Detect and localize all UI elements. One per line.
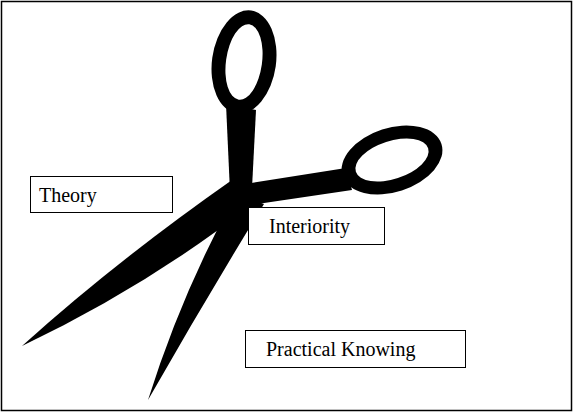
- label-box: Interiority: [248, 207, 385, 245]
- label-box: Practical Knowing: [245, 330, 466, 368]
- label-box: Theory: [30, 176, 173, 213]
- box-label: Interiority: [269, 215, 350, 237]
- scissors-handle: [205, 6, 283, 118]
- scissors-handle: [333, 113, 452, 206]
- box-label: Theory: [39, 184, 97, 206]
- scissors-shank: [226, 104, 256, 192]
- scissors-blade: [148, 194, 264, 400]
- box-label: Practical Knowing: [266, 338, 415, 360]
